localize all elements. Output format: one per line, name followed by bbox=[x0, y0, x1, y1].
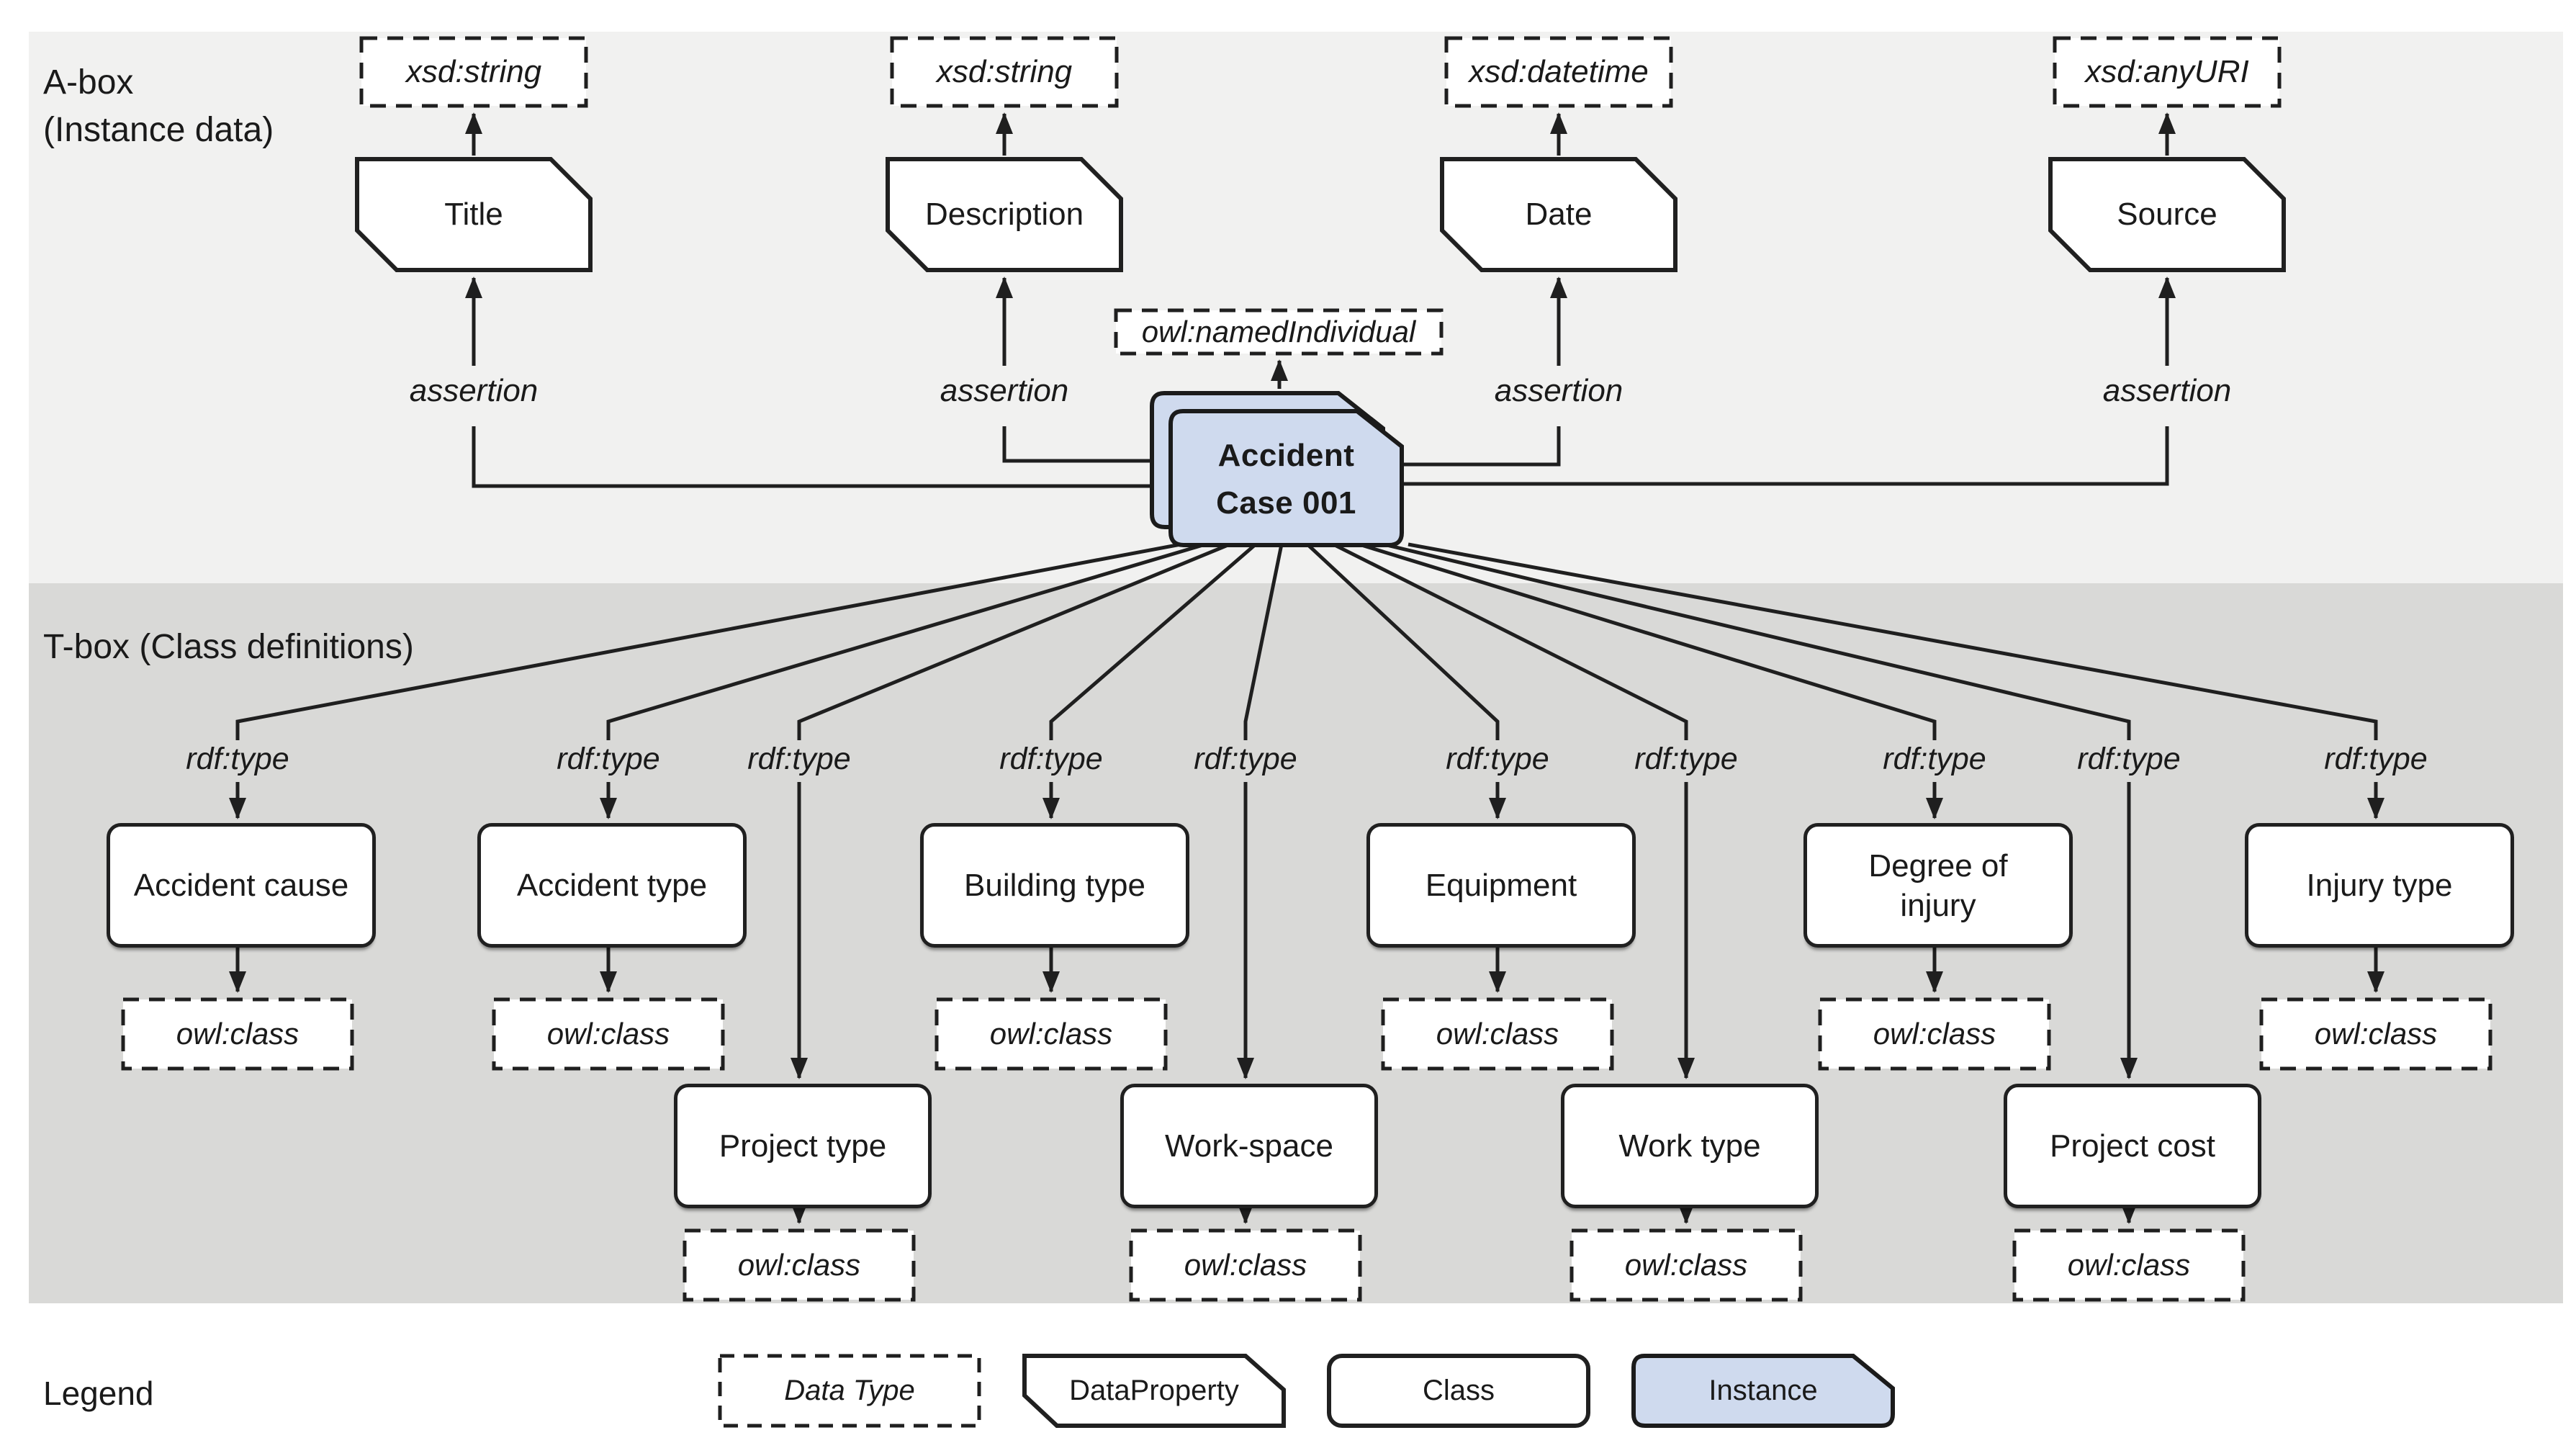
rdftype-label: rdf:type bbox=[2324, 742, 2428, 776]
legend-class: Class bbox=[1327, 1354, 1590, 1428]
class-node-equipment: Equipment bbox=[1366, 823, 1636, 948]
owlclass-node: owl:class bbox=[121, 997, 354, 1071]
dataproperty-label: Date bbox=[1525, 197, 1593, 232]
class-node-work-type: Work type bbox=[1561, 1084, 1819, 1208]
rdftype-label: rdf:type bbox=[1194, 742, 1297, 776]
instance-label: Accident Case 001 bbox=[1216, 438, 1356, 521]
class-node-accident-cause: Accident cause bbox=[107, 823, 376, 948]
datatype-label: xsd:string bbox=[936, 54, 1073, 89]
owlclass-node: owl:class bbox=[1129, 1228, 1362, 1302]
owlclass-node: owl:class bbox=[1570, 1228, 1803, 1302]
datatype-label: xsd:datetime bbox=[1469, 54, 1649, 89]
rdftype-label: rdf:type bbox=[2077, 742, 2181, 776]
rdftype-label: rdf:type bbox=[999, 742, 1103, 776]
datatype-label: xsd:string bbox=[405, 54, 542, 89]
owlclass-node: owl:class bbox=[1381, 997, 1614, 1071]
owlclass-node: owl:class bbox=[683, 1228, 916, 1302]
dataproperty-node-title: Title bbox=[355, 157, 593, 272]
class-node-degree-of-injury: Degree of injury bbox=[1803, 823, 2073, 948]
abox-section-label: A-box (Instance data) bbox=[43, 63, 274, 149]
rdftype-label: rdf:type bbox=[1634, 742, 1738, 776]
tbox-section-label: T-box (Class definitions) bbox=[43, 628, 414, 666]
owlclass-node: owl:class bbox=[935, 997, 1168, 1071]
class-node-project-type: Project type bbox=[674, 1084, 932, 1208]
dataproperty-node-description: Description bbox=[886, 157, 1123, 272]
legend-title: Legend bbox=[43, 1375, 154, 1412]
dataproperty-label: Source bbox=[2117, 197, 2217, 232]
class-node-project-cost: Project cost bbox=[2004, 1084, 2261, 1208]
datatype-node-source: xsd:anyURI bbox=[2053, 36, 2282, 108]
assertion-label: assertion bbox=[2102, 373, 2232, 408]
class-node-accident-type: Accident type bbox=[477, 823, 747, 948]
rdftype-label: rdf:type bbox=[186, 742, 289, 776]
owlclass-node: owl:class bbox=[2259, 997, 2492, 1071]
instance-node bbox=[1168, 409, 1404, 547]
named-individual-node: owl:namedIndividual bbox=[1114, 308, 1444, 356]
owlclass-node: owl:class bbox=[1818, 997, 2051, 1071]
rdftype-label: rdf:type bbox=[557, 742, 660, 776]
datatype-node-description: xsd:string bbox=[890, 36, 1119, 108]
datatype-label: xsd:anyURI bbox=[2085, 54, 2249, 89]
class-node-work-space: Work-space bbox=[1120, 1084, 1378, 1208]
owlclass-node: owl:class bbox=[2012, 1228, 2246, 1302]
named-individual-label: owl:namedIndividual bbox=[1141, 315, 1416, 349]
legend-instance: Instance bbox=[1631, 1354, 1895, 1428]
legend-datatype: Data Type bbox=[718, 1354, 981, 1428]
owlclass-node: owl:class bbox=[492, 997, 725, 1071]
assertion-label: assertion bbox=[1494, 373, 1623, 408]
dataproperty-node-source: Source bbox=[2048, 157, 2286, 272]
legend-dataproperty: DataProperty bbox=[1022, 1354, 1286, 1428]
class-node-building-type: Building type bbox=[920, 823, 1189, 948]
class-node-injury-type: Injury type bbox=[2245, 823, 2514, 948]
dataproperty-label: Description bbox=[924, 197, 1084, 232]
rdftype-label: rdf:type bbox=[1446, 742, 1549, 776]
dataproperty-label: Title bbox=[444, 197, 503, 232]
assertion-label: assertion bbox=[409, 373, 539, 408]
rdftype-label: rdf:type bbox=[747, 742, 851, 776]
rdftype-label: rdf:type bbox=[1883, 742, 1986, 776]
datatype-node-title: xsd:string bbox=[359, 36, 588, 108]
datatype-node-date: xsd:datetime bbox=[1444, 36, 1673, 108]
dataproperty-node-date: Date bbox=[1440, 157, 1677, 272]
assertion-label: assertion bbox=[940, 373, 1069, 408]
